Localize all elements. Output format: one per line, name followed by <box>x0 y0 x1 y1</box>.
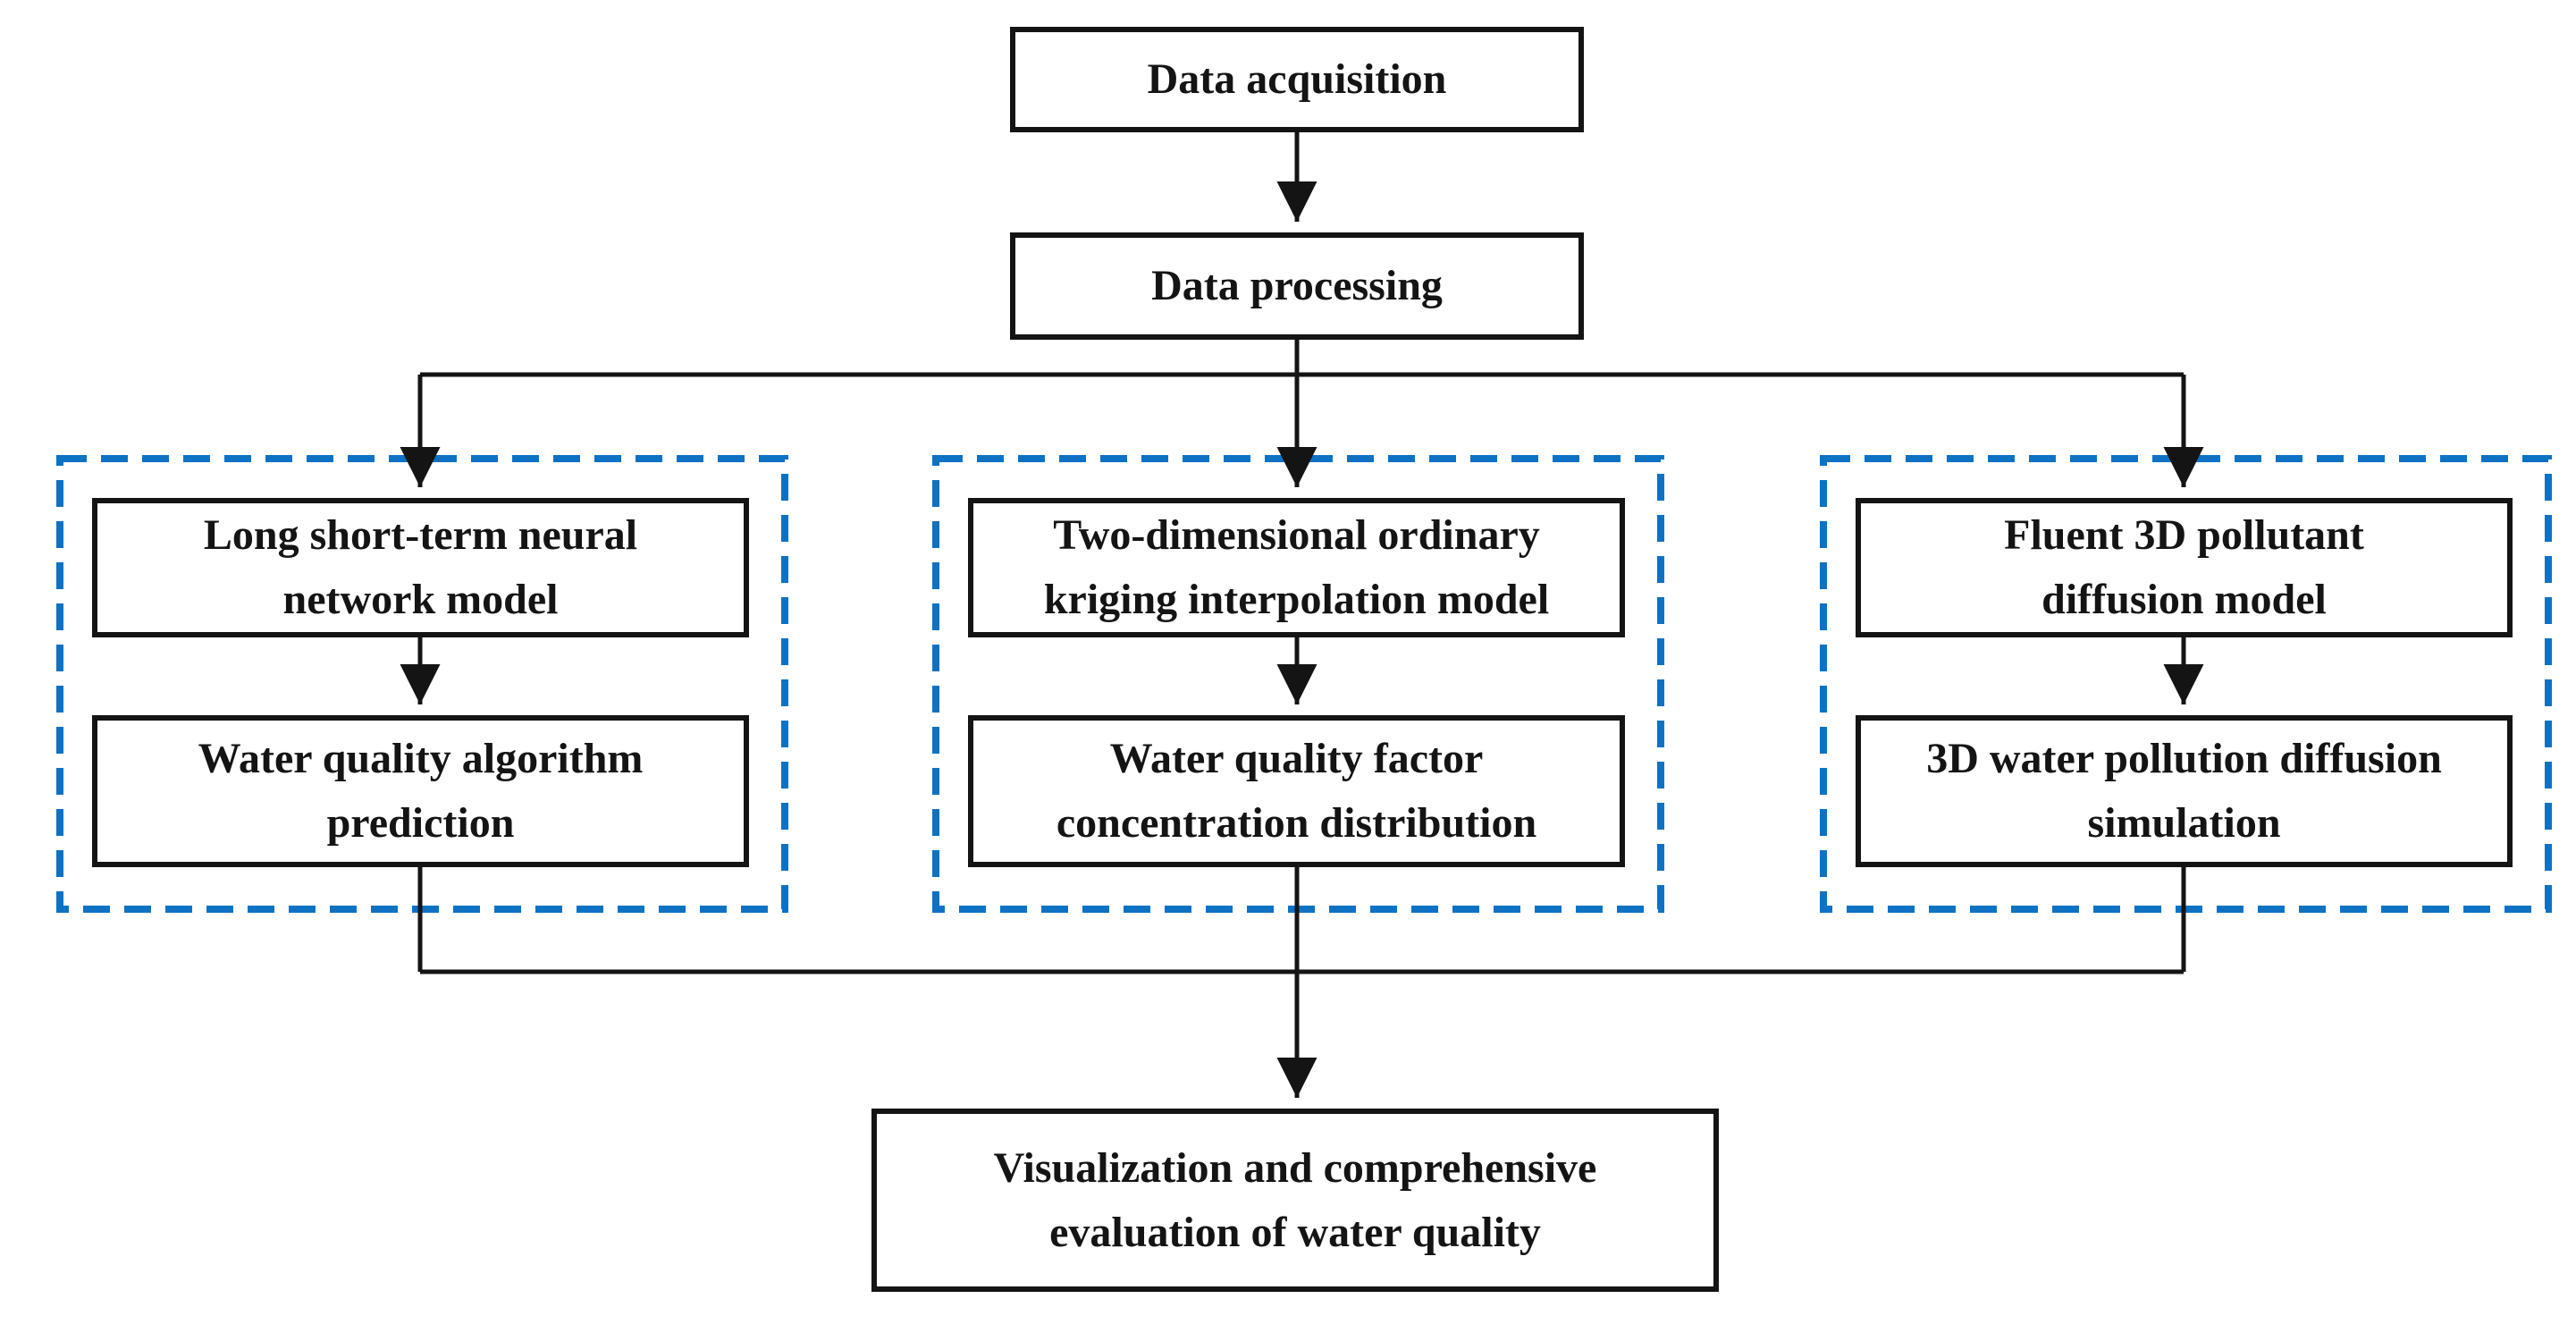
node-diffusion-simulation: 3D water pollution diffusion simulation <box>1856 715 2513 867</box>
node-visualization-evaluation: Visualization and comprehensive evaluati… <box>871 1109 1719 1292</box>
node-water-quality-factor-distribution-label-line1: Water quality factor <box>1109 735 1484 782</box>
node-diffusion-simulation-label-line1: 3D water pollution diffusion <box>1926 735 2442 782</box>
node-water-quality-prediction-label-line1: Water quality algorithm <box>198 735 644 782</box>
node-lstm-model-label-line2: network model <box>282 576 559 623</box>
node-water-quality-factor-distribution-label-line2: concentration distribution <box>1056 799 1537 847</box>
node-kriging-model-label-line1: Two-dimensional ordinary <box>1053 511 1540 559</box>
node-data-processing: Data processing <box>1010 232 1584 340</box>
node-fluent-model-label-line1: Fluent 3D pollutant <box>2004 511 2364 559</box>
node-kriging-model: Two-dimensional ordinary kriging interpo… <box>968 498 1625 637</box>
node-lstm-model-label-line1: Long short-term neural <box>203 511 638 559</box>
node-water-quality-factor-distribution: Water quality factor concentration distr… <box>968 715 1625 867</box>
node-diffusion-simulation-label-line2: simulation <box>2087 799 2281 847</box>
node-data-acquisition: Data acquisition <box>1010 27 1584 132</box>
node-visualization-evaluation-label-line2: evaluation of water quality <box>1049 1208 1541 1256</box>
node-kriging-model-label-line2: kriging interpolation model <box>1043 576 1550 623</box>
node-visualization-evaluation-label-line1: Visualization and comprehensive <box>993 1143 1597 1192</box>
node-lstm-model: Long short-term neural network model <box>92 498 749 637</box>
node-fluent-model-label-line2: diffusion model <box>2041 576 2327 623</box>
node-water-quality-prediction-label-line2: prediction <box>326 799 515 847</box>
node-water-quality-prediction: Water quality algorithm prediction <box>92 715 749 867</box>
node-fluent-model: Fluent 3D pollutant diffusion model <box>1856 498 2513 637</box>
node-data-processing-label: Data processing <box>1151 262 1443 309</box>
node-data-acquisition-label: Data acquisition <box>1147 55 1447 103</box>
